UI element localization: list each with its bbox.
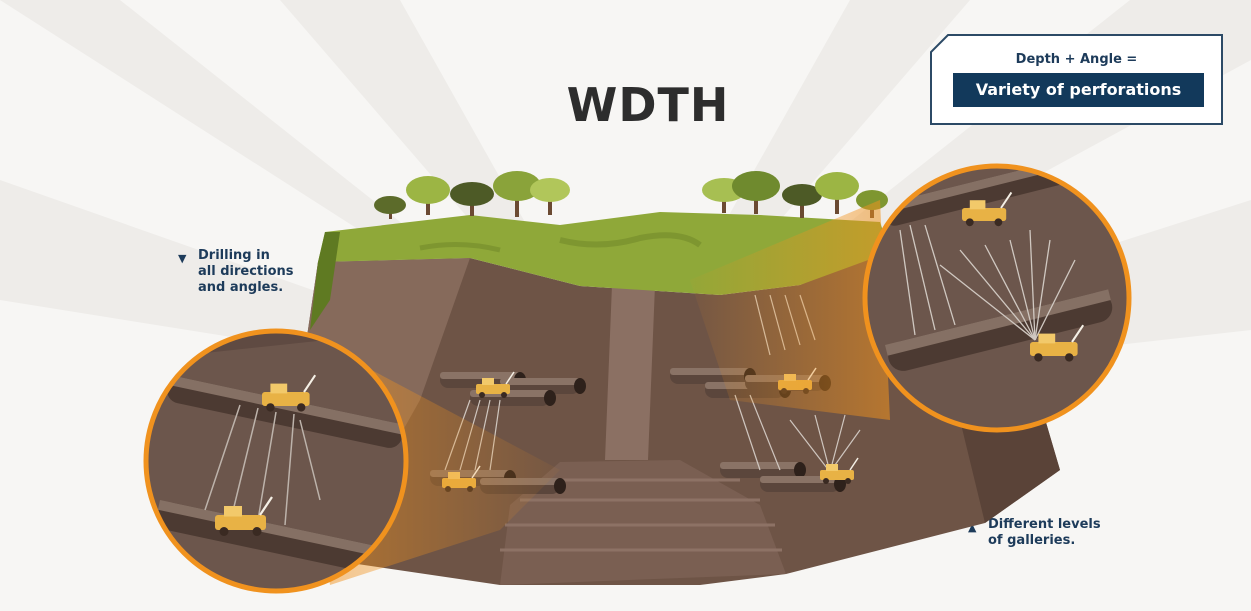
zoom-beam-right xyxy=(690,200,890,420)
zoom-circle-left xyxy=(143,328,409,594)
info-box: Depth + Angle = Variety of perforations xyxy=(930,34,1223,125)
trees xyxy=(374,171,888,219)
note-galleries: ▲ Different levels of galleries. xyxy=(968,517,1128,557)
page-title: WDTH xyxy=(566,78,730,132)
down-triangle-icon: ▼ xyxy=(178,252,187,265)
note-drilling-text: Drilling in all directions and angles. xyxy=(198,248,294,295)
info-box-highlight: Variety of perforations xyxy=(953,73,1204,107)
note-drilling: ▼ Drilling in all directions and angles. xyxy=(178,248,318,308)
note-galleries-text: Different levels of galleries. xyxy=(988,517,1101,548)
up-triangle-icon: ▲ xyxy=(968,521,977,534)
info-box-heading: Depth + Angle = xyxy=(1015,52,1138,67)
zoom-circle-right xyxy=(862,163,1132,433)
